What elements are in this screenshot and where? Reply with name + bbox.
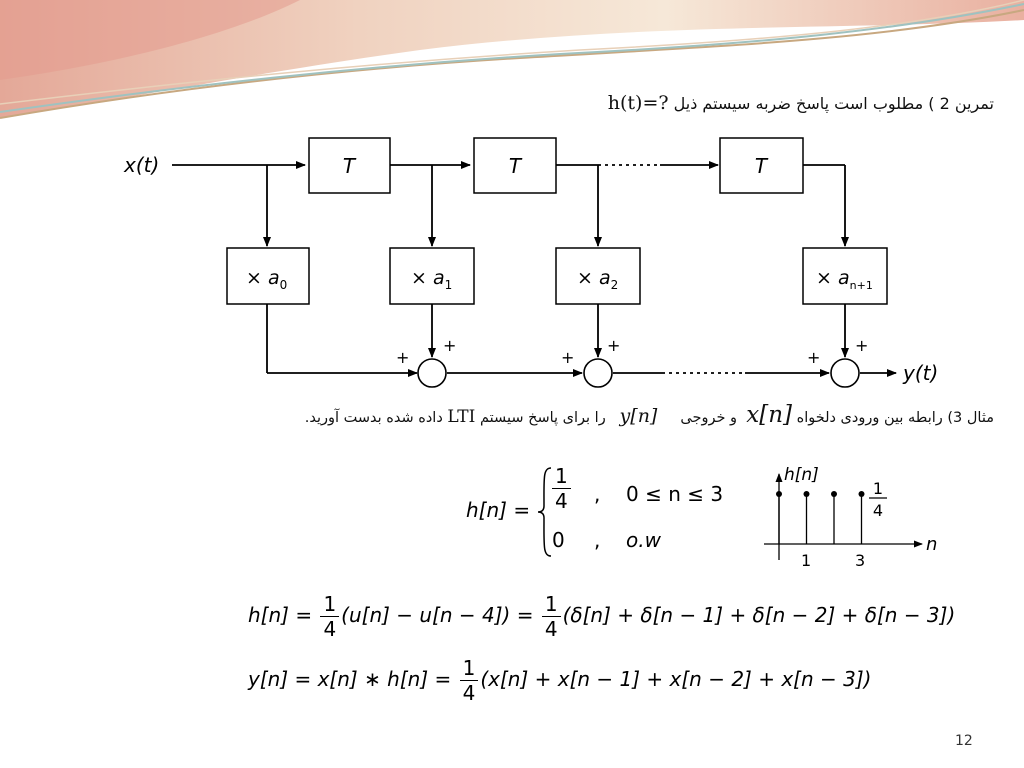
input-symbol: x[n] — [746, 402, 792, 428]
delay-block-3 — [719, 137, 804, 194]
value-label-num: 1 — [873, 479, 883, 498]
delay-blocks — [308, 137, 804, 194]
multiplier-label-an1: × an+1 — [816, 267, 873, 292]
adder-1 — [417, 358, 447, 388]
multiplier-block-a1 — [389, 247, 475, 305]
case2-condition: o.w — [626, 528, 661, 552]
eq1-rhs: (δ[n] + δ[n − 1] + δ[n − 2] + δ[n − 3]) — [562, 603, 956, 627]
stem-marker — [803, 491, 810, 497]
stem-plot: h[n] n 1 3 1 4 — [764, 465, 937, 570]
plus-sign: + — [807, 348, 820, 367]
x-axis-label: n — [926, 534, 937, 555]
impulse-def-lhs: h[n] = — [466, 498, 531, 522]
multiplier-block-a0 — [226, 247, 310, 305]
decorative-banner — [0, 0, 1024, 119]
eq2-lhs: y[n] = x[n] ∗ h[n] = — [248, 667, 452, 691]
case2-comma: , — [594, 528, 601, 552]
plus-sign: + — [855, 336, 868, 355]
multiplier-block-an1 — [802, 247, 888, 305]
example-3-part4: داده شده بدست آورید. — [304, 410, 443, 426]
stem-samples — [776, 491, 865, 544]
eq1-mid: (u[n] − u[n − 4]) = — [341, 603, 534, 627]
eq2-rhs: (x[n] + x[n − 1] + x[n − 2] + x[n − 3]) — [480, 667, 872, 691]
case1-condition: 0 ≤ n ≤ 3 — [626, 482, 724, 506]
input-label: x(t) — [123, 153, 159, 177]
multiplier-label-a0: × a0 — [246, 267, 287, 292]
plus-sign: + — [561, 348, 574, 367]
multiplier-label-a1: × a1 — [411, 267, 452, 292]
multiplier-label-a2: × a2 — [577, 267, 618, 292]
stem-marker — [831, 491, 837, 497]
example-3-part2: و خروجی — [680, 410, 738, 426]
x-tick-3: 3 — [855, 551, 865, 570]
value-label-den: 4 — [873, 501, 883, 520]
delay-label-2: T — [509, 154, 523, 178]
page-number: 12 — [955, 733, 973, 749]
y-axis-label: h[n] — [784, 465, 819, 485]
example-3-part1: مثال 3) رابطه بین ورودی دلخواه — [796, 410, 994, 426]
stem-marker — [858, 491, 865, 497]
lti-label: LTI — [447, 407, 476, 427]
delay-block-2 — [473, 137, 557, 194]
eq1-lhs: h[n] = — [248, 603, 313, 627]
multiplier-block-a2 — [555, 247, 641, 305]
delay-label-1: T — [343, 154, 357, 178]
example-3-text: مثال 3) رابطه بین ورودی دلخواه x[n] و خر… — [305, 402, 994, 428]
adder-3 — [830, 358, 860, 388]
output-label: y(t) — [902, 361, 938, 385]
exercise-2-text: تمرین 2 ) مطلوب است پاسخ ضربه سیستم ذیل — [668, 94, 994, 113]
plus-sign: + — [443, 336, 456, 355]
plus-sign: + — [396, 348, 409, 367]
delay-block-1 — [308, 137, 391, 194]
delay-label-3: T — [755, 154, 769, 178]
plus-sign: + — [607, 336, 620, 355]
exercise-2-heading: تمرین 2 ) مطلوب است پاسخ ضربه سیستم ذیل … — [608, 92, 994, 114]
example-3-part3: را برای پاسخ سیستم — [479, 410, 606, 426]
x-tick-1: 1 — [801, 551, 811, 570]
adder-2 — [583, 358, 613, 388]
case1-comma: , — [594, 482, 601, 506]
case2-value: 0 — [552, 528, 565, 552]
stem-marker — [776, 491, 782, 497]
piecewise-brace — [537, 467, 552, 557]
exercise-2-question: h(t)=? — [607, 92, 669, 114]
output-symbol: y[n] — [619, 405, 658, 427]
